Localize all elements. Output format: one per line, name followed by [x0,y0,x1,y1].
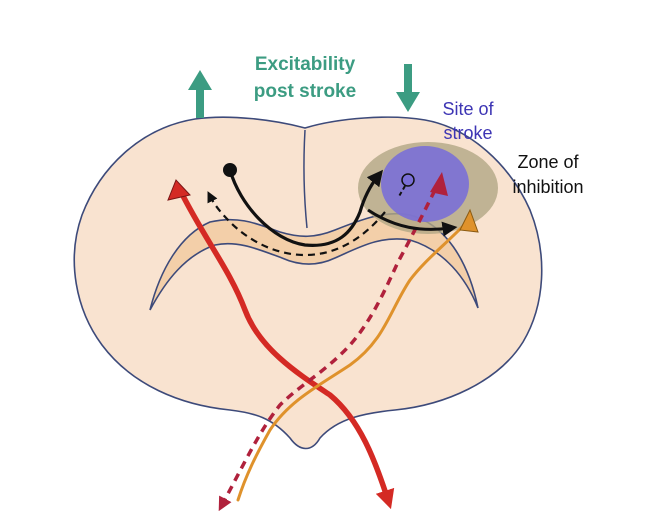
stroke-neuron-stub [397,185,406,199]
site-of-stroke-label-line2: stroke [443,123,492,143]
orange-arrowhead [459,208,479,233]
excitability-label-line2: post stroke [254,81,356,102]
orange-pathway [236,220,469,502]
zone-of-inhibition-label-line2: inhibition [512,177,583,197]
stroke-neuron-circle [401,173,415,187]
red-pathway [177,187,395,510]
zone-of-inhibition-label-line1: Zone of [517,152,579,172]
arrow-up-icon [188,70,212,118]
black-inhibition-path [367,208,458,237]
arrow-down-icon [396,64,420,112]
stroke-site [381,146,469,222]
black-origin-dot [223,163,237,177]
excitability-label-line1: Excitability [255,54,356,75]
white-matter [149,212,479,311]
site-of-stroke-label-line1: Site of [442,99,494,119]
midline-fissure [303,129,308,229]
crimson-arrowhead [430,172,448,196]
black-dashed-path [207,191,386,257]
red-top-arrowhead [167,179,191,201]
black-transcallosal-path [228,169,383,247]
